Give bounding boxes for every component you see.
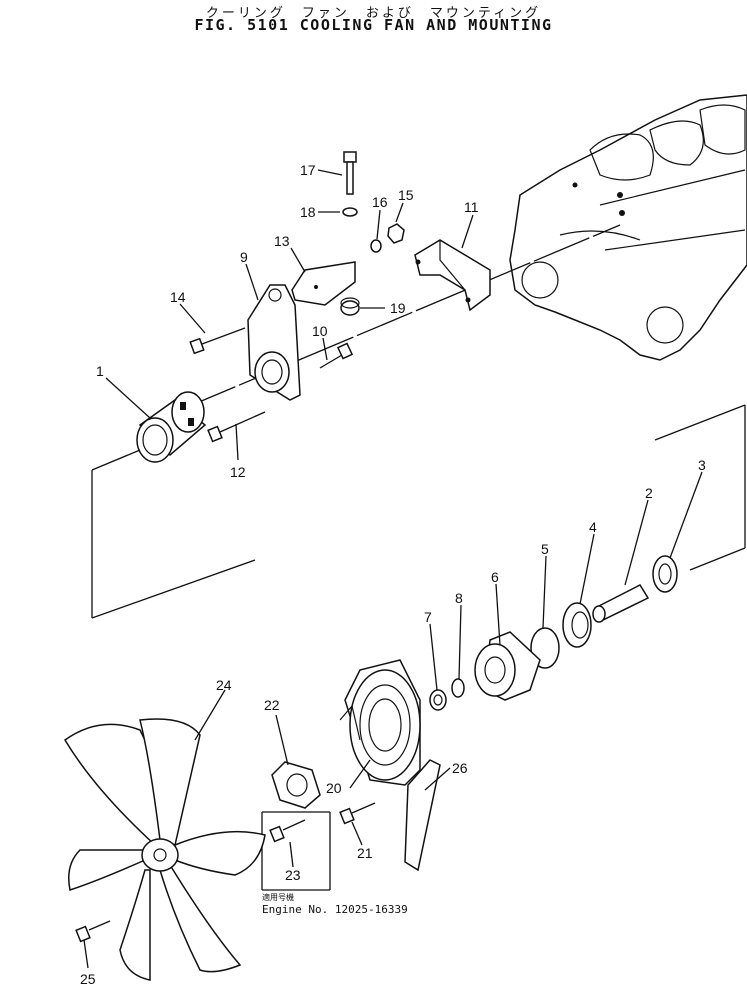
part-10-bolt <box>319 342 354 369</box>
callout-9: 9 <box>240 249 248 265</box>
callout-14: 14 <box>170 289 186 305</box>
part-21-bolt <box>339 802 376 825</box>
callout-13: 13 <box>274 233 290 249</box>
callout-12: 12 <box>230 464 246 480</box>
part-2-shaft <box>592 584 650 623</box>
part-24-fan <box>64 718 266 981</box>
part-23-box <box>261 811 331 891</box>
part-20-pulley <box>339 659 421 786</box>
part-19-spacer <box>340 297 360 316</box>
callout-7: 7 <box>424 609 432 625</box>
callout-17: 17 <box>300 162 316 178</box>
part-9-plate <box>247 284 301 401</box>
part-12-bolt <box>207 411 266 443</box>
callout-11: 11 <box>464 199 479 215</box>
part-7-spacer <box>429 689 447 711</box>
part-18-washer <box>342 207 358 217</box>
figure-title-japanese: クーリング ファン および マウンティング <box>205 6 542 21</box>
part-3-bearing <box>652 555 678 593</box>
part-25-bolt <box>75 920 111 943</box>
part-4-bearing <box>562 602 592 648</box>
part-13-bracket <box>291 261 356 306</box>
callout-20: 20 <box>326 780 342 796</box>
callout-4: 4 <box>589 519 597 535</box>
callout-25: 25 <box>80 971 96 987</box>
callout-6: 6 <box>491 569 499 585</box>
callout-16: 16 <box>372 194 388 210</box>
callout-2: 2 <box>645 485 653 501</box>
applicability-note: Engine No. 12025-16339 <box>262 903 408 916</box>
callout-8: 8 <box>455 590 463 606</box>
part-16-washer <box>370 239 382 253</box>
callout-18: 18 <box>300 204 316 220</box>
callout-15: 15 <box>398 187 414 203</box>
applicability-note-jp: 適用号機 <box>262 892 294 902</box>
part-11-bracket <box>414 239 491 312</box>
callout-labels: 1 2 3 4 5 6 7 8 9 10 11 12 13 14 15 16 1… <box>80 162 706 987</box>
callout-10: 10 <box>312 323 328 339</box>
part-15-nut <box>387 223 405 244</box>
part-14-bolt <box>189 327 246 355</box>
part-1-collar <box>136 391 207 463</box>
leader-lines <box>83 169 703 969</box>
engine-block <box>509 94 747 361</box>
callout-24: 24 <box>216 677 232 693</box>
part-22-hub <box>271 761 321 809</box>
callout-19: 19 <box>390 300 406 316</box>
callout-21: 21 <box>357 845 373 861</box>
part-6-hub <box>474 631 541 701</box>
part-17-bolt <box>343 151 357 195</box>
callout-3: 3 <box>698 457 706 473</box>
part-8-washer <box>451 678 465 698</box>
callout-26: 26 <box>452 760 468 776</box>
callout-22: 22 <box>264 697 280 713</box>
callout-5: 5 <box>541 541 549 557</box>
part-26-plate <box>404 759 441 872</box>
figure-title: FIG. 5101 COOLING FAN AND MOUNTING <box>194 16 553 34</box>
callout-1: 1 <box>96 363 104 379</box>
callout-23: 23 <box>285 867 301 883</box>
